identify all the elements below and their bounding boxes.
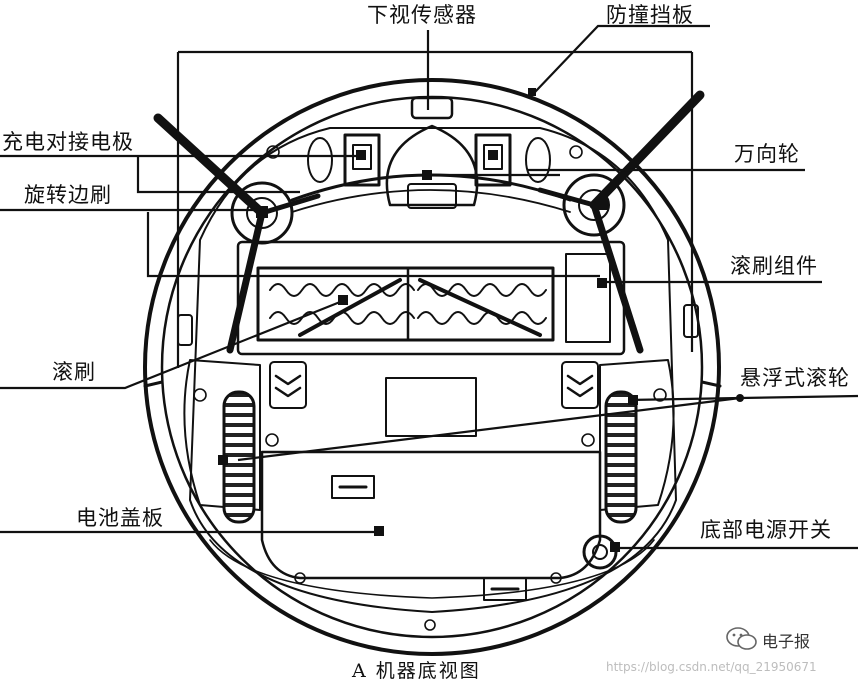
suspension-wheel-left <box>222 390 256 524</box>
label-battery-cover: 电池盖板 <box>76 506 164 530</box>
figure-caption: A 机器底视图 <box>352 660 481 682</box>
label-side-brush: 旋转边刷 <box>24 183 112 207</box>
robot-outer-shell <box>143 78 721 656</box>
label-suspension-wheel: 悬浮式滚轮 <box>740 366 850 390</box>
charging-electrode-right <box>474 133 512 187</box>
label-universal-wheel: 万向轮 <box>734 142 800 166</box>
label-roller-brush-assembly: 滚刷组件 <box>730 254 818 278</box>
battery-cover <box>260 450 602 580</box>
callout-leader-suspension-wheel <box>237 394 859 462</box>
front-sensor-dome <box>385 124 479 207</box>
roller-brush-right <box>417 283 547 297</box>
watermark-brand: 电子报 <box>762 632 811 651</box>
roller-brush-left <box>269 283 415 297</box>
wechat-icon <box>726 627 757 650</box>
roller-brush-housing <box>236 240 626 356</box>
side-brush-bristle <box>589 90 705 210</box>
label-bumper: 防撞挡板 <box>606 3 694 27</box>
center-label-plate <box>385 377 477 437</box>
label-lower-view-sensor: 下视传感器 <box>367 3 477 27</box>
side-brush-hub-right <box>562 173 626 237</box>
bottom-plate-outline <box>189 127 677 613</box>
anchor-sensor <box>422 170 432 180</box>
lower-view-sensor-window <box>410 96 454 120</box>
callout-leader-bumper <box>534 24 710 93</box>
label-roller-brush: 滚刷 <box>52 360 96 384</box>
side-brush-bristle <box>153 113 267 218</box>
label-charging-electrode: 充电对接电极 <box>2 130 134 154</box>
suspension-wheel-right <box>604 390 638 524</box>
charging-electrode-left <box>343 133 381 187</box>
watermark-url: https://blog.csdn.net/qq_21950671 <box>606 660 817 674</box>
callout-leader-roller <box>0 298 346 390</box>
anchor-bumper <box>528 88 536 96</box>
bumper-edge <box>143 380 722 388</box>
label-bottom-power-switch: 底部电源开关 <box>700 518 832 542</box>
